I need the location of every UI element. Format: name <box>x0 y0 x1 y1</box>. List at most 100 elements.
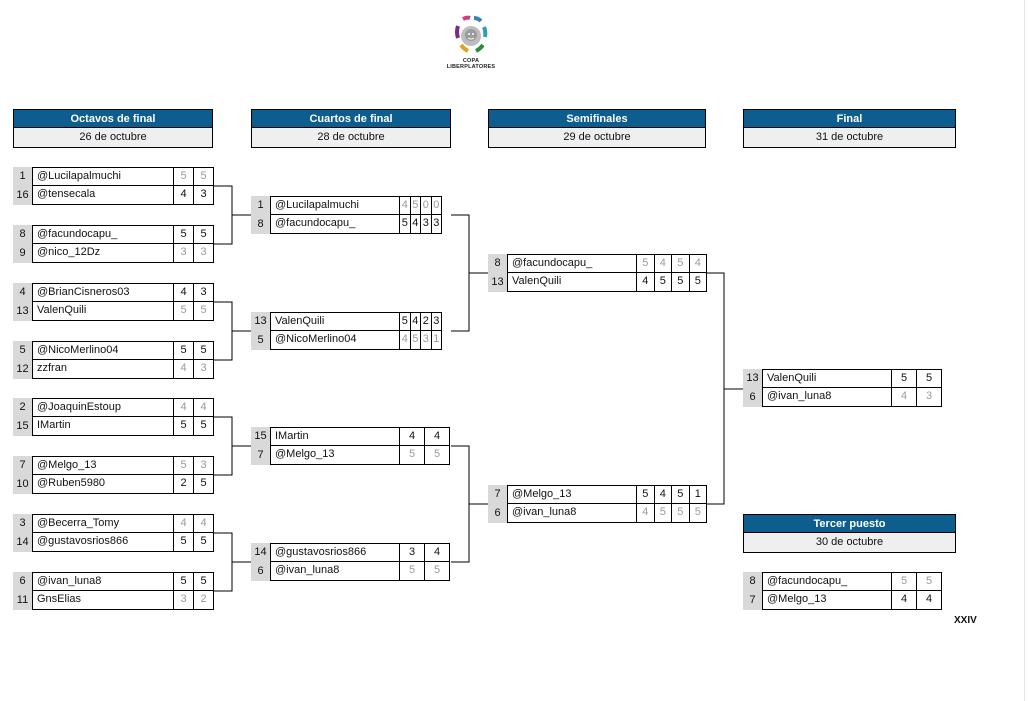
set-score: 3 <box>193 244 214 263</box>
set-score: 5 <box>193 475 214 494</box>
team-name: ValenQuili <box>32 302 174 321</box>
set-score: 3 <box>173 244 194 263</box>
team-seed: 6 <box>488 504 507 523</box>
set-score: 4 <box>173 514 194 533</box>
round-header-final: Final 31 de octubre <box>743 109 956 148</box>
set-score: 5 <box>671 254 690 273</box>
set-score: 2 <box>173 475 194 494</box>
team-name: GnsElias <box>32 591 174 610</box>
set-score: 3 <box>430 215 442 234</box>
set-score: 5 <box>193 533 214 552</box>
team-name: @facundocapu_ <box>270 215 400 234</box>
team-name: @Becerra_Tomy <box>32 514 174 533</box>
set-score: 5 <box>399 562 425 581</box>
set-score: 0 <box>430 196 442 215</box>
set-score: 1 <box>430 331 442 350</box>
team-seed: 14 <box>251 543 270 562</box>
round-title: Final <box>743 109 956 128</box>
tournament-logo: COPA LIBERPLATORES <box>443 14 499 78</box>
set-score: 5 <box>688 504 707 523</box>
round-header-third-place: Tercer puesto 30 de octubre <box>743 514 956 553</box>
set-score: 5 <box>173 225 194 244</box>
round-date: 30 de octubre <box>743 533 956 553</box>
team-name: @BrianCisneros03 <box>32 283 174 302</box>
logo-line-1: COPA <box>462 58 480 64</box>
set-score: 5 <box>424 562 450 581</box>
team-seed: 8 <box>13 225 32 244</box>
set-score: 5 <box>688 273 707 292</box>
team-name: @ivan_luna8 <box>507 504 637 523</box>
round-header-sf: Semifinales 29 de octubre <box>488 109 706 148</box>
team-seed: 7 <box>13 456 32 475</box>
team-seed: 4 <box>13 283 32 302</box>
team-name: IMartin <box>32 417 174 436</box>
set-score: 3 <box>916 388 942 407</box>
set-score: 5 <box>173 572 194 591</box>
team-seed: 15 <box>13 417 32 436</box>
team-seed: 1 <box>251 196 270 215</box>
team-seed: 13 <box>488 273 507 292</box>
set-score: 3 <box>193 360 214 379</box>
team-seed: 12 <box>13 360 32 379</box>
set-score: 5 <box>916 572 942 591</box>
set-score: 5 <box>193 417 214 436</box>
team-seed: 6 <box>13 572 32 591</box>
set-score: 5 <box>193 302 214 321</box>
set-score: 5 <box>671 504 690 523</box>
team-name: @ivan_luna8 <box>270 562 400 581</box>
team-seed: 7 <box>488 485 507 504</box>
set-score: 3 <box>193 456 214 475</box>
set-score: 4 <box>688 254 707 273</box>
team-name: @Lucilapalmuchi <box>270 196 400 215</box>
team-seed: 5 <box>13 341 32 360</box>
team-seed: 6 <box>743 388 762 407</box>
set-score: 4 <box>653 254 672 273</box>
set-score: 5 <box>636 485 655 504</box>
set-score: 5 <box>891 572 917 591</box>
set-score: 4 <box>653 485 672 504</box>
set-score: 5 <box>424 446 450 465</box>
set-score: 5 <box>193 167 214 186</box>
team-seed: 10 <box>13 475 32 494</box>
team-name: ValenQuili <box>507 273 637 292</box>
set-score: 4 <box>424 427 450 446</box>
set-score: 4 <box>173 360 194 379</box>
team-seed: 15 <box>251 427 270 446</box>
set-score: 5 <box>653 273 672 292</box>
set-score: 5 <box>653 504 672 523</box>
team-seed: 5 <box>251 331 270 350</box>
set-score: 4 <box>193 398 214 417</box>
team-seed: 1 <box>13 167 32 186</box>
set-score: 3 <box>193 283 214 302</box>
set-score: 4 <box>891 591 917 610</box>
round-date: 26 de octubre <box>13 128 213 148</box>
team-name: @facundocapu_ <box>762 572 892 591</box>
set-score: 5 <box>916 369 942 388</box>
team-name: @Lucilapalmuchi <box>32 167 174 186</box>
set-score: 5 <box>636 254 655 273</box>
team-name: @ivan_luna8 <box>32 572 174 591</box>
set-score: 4 <box>891 388 917 407</box>
round-header-r16: Octavos de final 26 de octubre <box>13 109 213 148</box>
team-name: @facundocapu_ <box>32 225 174 244</box>
set-score: 5 <box>173 417 194 436</box>
set-score: 5 <box>891 369 917 388</box>
team-seed: 13 <box>743 369 762 388</box>
team-seed: 13 <box>251 312 270 331</box>
set-score: 4 <box>173 398 194 417</box>
set-score: 3 <box>173 591 194 610</box>
team-name: zzfran <box>32 360 174 379</box>
team-seed: 16 <box>13 186 32 205</box>
team-name: @JoaquinEstoup <box>32 398 174 417</box>
edition-mark: XXIV <box>954 615 977 626</box>
team-seed: 9 <box>13 244 32 263</box>
round-title: Tercer puesto <box>743 514 956 533</box>
set-score: 5 <box>193 572 214 591</box>
set-score: 4 <box>173 283 194 302</box>
round-title: Semifinales <box>488 109 706 128</box>
set-score: 5 <box>173 341 194 360</box>
page-edge-rule <box>1024 0 1025 701</box>
team-name: IMartin <box>270 427 400 446</box>
team-name: @Melgo_13 <box>507 485 637 504</box>
